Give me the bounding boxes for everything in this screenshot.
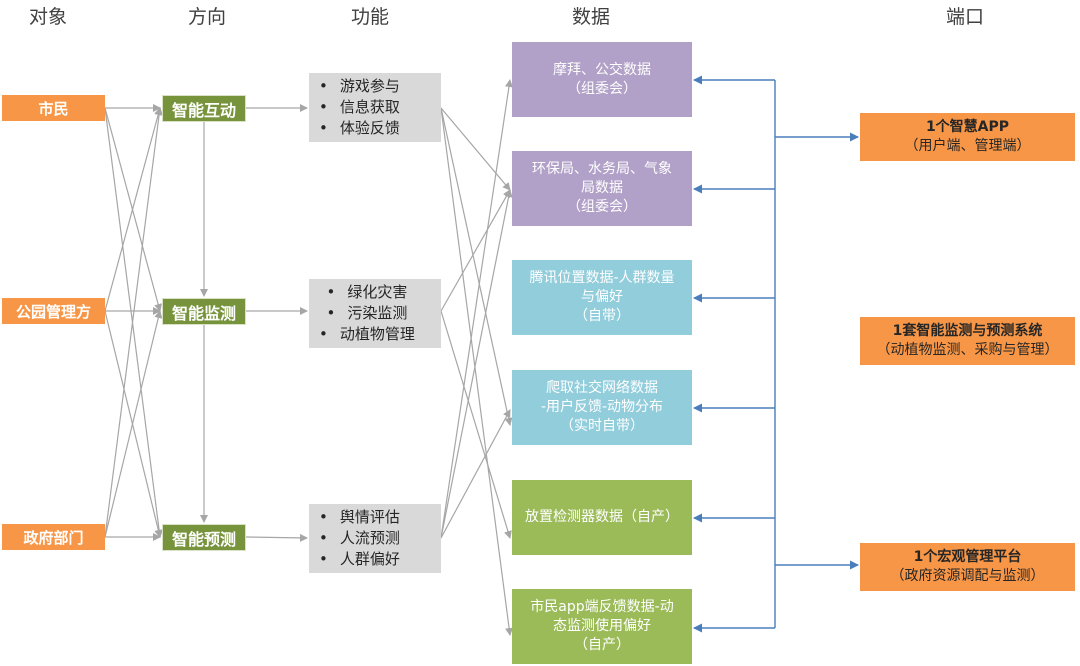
data-line: 态监测使用偏好 — [553, 618, 651, 634]
data-source-citizen-app: 市民app端反馈数据-动 态监测使用偏好 （自产） — [512, 589, 692, 664]
function-item: 舆情评估 — [319, 507, 400, 528]
data-line: 爬取社交网络数据 — [546, 380, 658, 396]
function-data-arrow — [440, 310, 512, 539]
direction-smart-interaction: 智能互动 — [162, 95, 246, 122]
object-government: 政府部门 — [2, 524, 105, 550]
direction-label: 智能监测 — [171, 303, 236, 323]
data-line: （组委会） — [567, 199, 637, 215]
direction-smart-monitoring: 智能监测 — [162, 298, 246, 325]
data-source-detectors: 放置检测器数据（自产） — [512, 480, 692, 555]
port-subtitle: （用户端、管理端） — [904, 138, 1031, 154]
data-line: -用户反馈-动物分布 — [540, 399, 664, 415]
object-label: 市民 — [38, 99, 69, 118]
data-source-social-network: 爬取社交网络数据 -用户反馈-动物分布 （实时自带） — [512, 370, 692, 445]
function-data-arrow — [440, 107, 511, 191]
function-data-arrow — [440, 409, 511, 539]
direction-function-arrow — [245, 533, 308, 542]
data-line: （实时自带） — [560, 418, 644, 434]
object-label: 政府部门 — [23, 528, 84, 547]
object-direction-arrow — [104, 107, 163, 312]
header-functions: 功能 — [351, 6, 390, 28]
function-data-arrow — [440, 189, 511, 312]
port-title: 1个宏观管理平台 — [913, 549, 1022, 565]
direction-label: 智能预测 — [171, 529, 236, 549]
port-monitoring-system: 1套智能监测与预测系统 （动植物监测、采购与管理） — [860, 317, 1075, 365]
function-data-arrow — [440, 79, 513, 539]
data-line: 局数据 — [581, 180, 623, 196]
port-title: 1个智慧APP — [925, 119, 1010, 135]
object-direction-arrow — [104, 310, 163, 538]
function-group-prediction: 舆情评估 人流预测 人群偏好 — [309, 504, 441, 573]
object-direction-arrow — [104, 107, 164, 538]
header-directions: 方向 — [188, 6, 227, 28]
port-subtitle: （动植物监测、采购与管理） — [876, 342, 1059, 358]
header-data: 数据 — [572, 6, 611, 28]
port-title: 1套智能监测与预测系统 — [892, 323, 1043, 339]
data-line: （自产） — [574, 637, 630, 653]
function-data-arrow — [440, 107, 513, 426]
direction-label: 智能互动 — [171, 100, 236, 120]
direction-smart-prediction: 智能预测 — [162, 524, 246, 551]
function-item: 游戏参与 — [319, 76, 400, 97]
function-data-arrow — [440, 107, 514, 636]
object-label: 公园管理方 — [15, 302, 91, 321]
data-line: （组委会） — [567, 80, 637, 97]
header-objects: 对象 — [29, 6, 68, 28]
data-line: 腾讯位置数据-人群数量 — [529, 270, 675, 286]
data-source-mobike-bus: 摩拜、公交数据 （组委会） — [512, 42, 692, 117]
function-data-arrow — [440, 189, 513, 539]
header-ports: 端口 — [946, 6, 985, 28]
data-line: 摩拜、公交数据 — [553, 61, 651, 78]
function-item: 人流预测 — [319, 528, 400, 549]
data-line: （自带） — [574, 308, 630, 324]
object-park-management: 公园管理方 — [2, 298, 105, 324]
data-line: 放置检测器数据（自产） — [525, 509, 679, 525]
data-line: 市民app端反馈数据-动 — [530, 599, 674, 615]
function-item: 绿化灾害 — [319, 282, 415, 303]
function-item: 污染监测 — [319, 303, 415, 324]
function-item: 体验反馈 — [319, 118, 400, 139]
function-item: 动植物管理 — [319, 324, 415, 345]
port-macro-platform: 1个宏观管理平台 （政府资源调配与监测） — [860, 543, 1075, 591]
data-source-tencent-location: 腾讯位置数据-人群数量 与偏好 （自带） — [512, 260, 692, 335]
data-line: 与偏好 — [581, 289, 623, 305]
port-smart-app: 1个智慧APP （用户端、管理端） — [860, 113, 1075, 161]
function-group-interaction: 游戏参与 信息获取 体验反馈 — [309, 73, 441, 142]
data-line: 环保局、水务局、气象 — [532, 161, 672, 177]
port-subtitle: （政府资源调配与监测） — [890, 568, 1045, 584]
object-citizens: 市民 — [2, 95, 105, 121]
function-group-monitoring: 绿化灾害 污染监测 动植物管理 — [309, 279, 441, 348]
function-item: 信息获取 — [319, 97, 400, 118]
function-item: 人群偏好 — [319, 549, 400, 570]
data-source-bureaus: 环保局、水务局、气象 局数据 （组委会） — [512, 151, 692, 226]
